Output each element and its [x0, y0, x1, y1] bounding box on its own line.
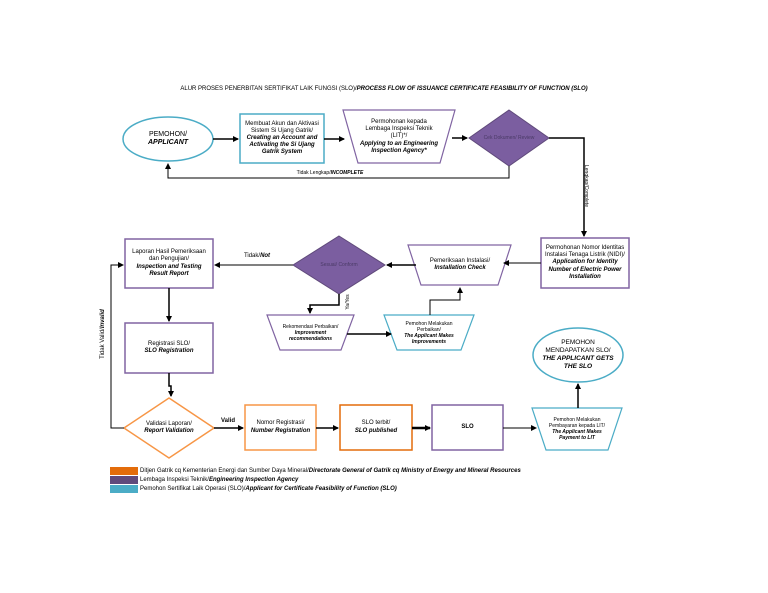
installation-check-trapezoid	[407, 244, 512, 286]
report-box	[124, 238, 214, 289]
improvement-label: Pemohon Melakukan Perbaikan/The Applican…	[404, 320, 454, 345]
gets-slo-label: PEMOHON MENDAPATKAN SLO/THE APPLICANT GE…	[542, 339, 614, 370]
installation-check-label: Pemeriksaan Instalasi/Installation Check	[429, 257, 491, 271]
recommendation-label: Rekomendasi Perbaikan/Improvement recomm…	[282, 323, 339, 342]
nidi-box	[540, 237, 630, 289]
apply-lit-trapezoid	[342, 109, 456, 164]
legend-swatch-agency	[110, 476, 138, 484]
legend-swatch-applicant	[110, 485, 138, 493]
registration-label: Registrasi SLO/SLO Registration	[144, 340, 194, 354]
legend-agency: Lembaga Inspeksi Teknik/Engineering Insp…	[140, 477, 299, 483]
yes-label: Ya/Yes	[345, 294, 351, 310]
report-label: Laporan Hasil Pemeriksaan dan Pengujian/…	[132, 249, 206, 277]
number-registration-box	[244, 404, 317, 451]
complete-label: Lengkap/Complete	[583, 165, 589, 207]
apply-lit-label: Permohonan kepada Lembaga Inspeksi Tekni…	[360, 119, 438, 154]
create-account-box	[239, 113, 325, 164]
conform-label: Sesuai/ Conform	[320, 262, 358, 268]
payment-trapezoid	[531, 407, 623, 451]
slo-published-label: SLO terbit/SLO published	[354, 420, 398, 434]
not-label: Tidak/Not	[243, 253, 271, 260]
slo-box	[431, 404, 504, 451]
page-title: ALUR PROSES PENERBITAN SERTIFIKAT LAIK F…	[180, 86, 588, 92]
document-review-label: Cek Dokumen/ Review	[483, 135, 535, 141]
invalid-label: Tidak Valid/Invalid	[100, 309, 107, 359]
gets-slo-ellipse	[532, 327, 624, 383]
legend-directorate: Ditjen Gatrik cq Kementerian Energi dan …	[140, 468, 521, 474]
validation-diamond	[122, 397, 216, 459]
legend-applicant: Pemohon Sertifikat Laik Operasi (SLO)/Ap…	[140, 486, 397, 492]
payment-label: Pemohon Melakukan Pembayaran kepada LIT/…	[548, 417, 606, 441]
legend-swatch-directorate	[110, 467, 138, 475]
valid-label: Valid	[220, 417, 235, 424]
validation-label: Validasi Laporan/Report Validation	[144, 420, 194, 434]
improvement-trapezoid	[383, 314, 475, 351]
incomplete-label: Tidak Lengkap/INCOMPLETE	[296, 170, 364, 176]
nidi-label: Permohonan Nomor Identitas Instalasi Ten…	[545, 245, 625, 280]
number-registration-label: Nomor Registrasi/Number Registration	[250, 420, 311, 434]
create-account-label: Membuat Akun dan Aktivasi Sistem Si Ujan…	[245, 120, 319, 156]
slo-label: SLO	[461, 423, 474, 430]
recommendation-trapezoid	[266, 314, 355, 351]
registration-box	[124, 322, 214, 374]
applicant-label: PEMOHON/APPLICANT	[147, 130, 189, 146]
